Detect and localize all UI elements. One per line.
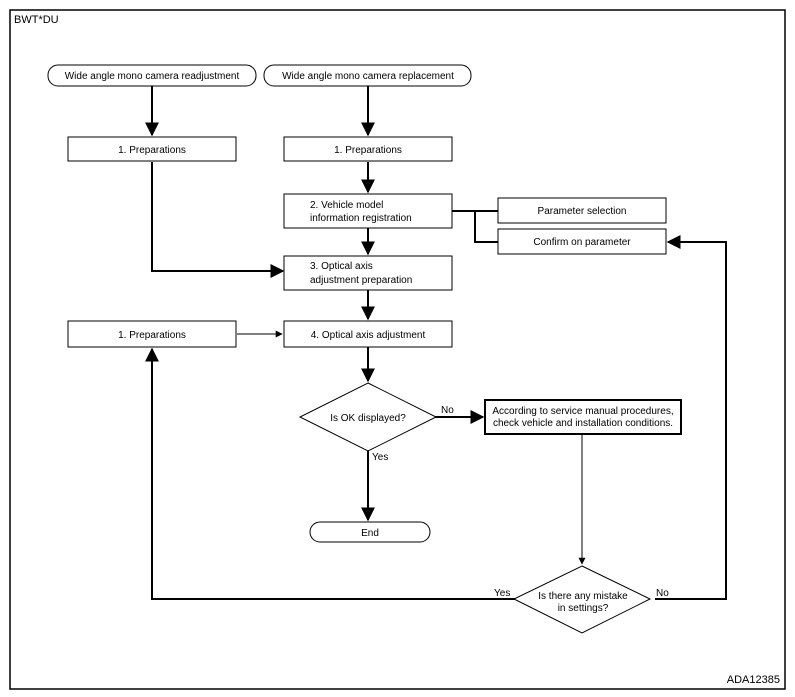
decision-ok-no-label: No [441,405,454,416]
vehicle-model-line-2: information registration [310,213,412,224]
vehicle-model-registration-box [283,193,453,229]
optical-axis-preparation-box [283,255,453,291]
optical-prep-line-2: adjustment preparation [310,275,412,286]
decision-ok-displayed [298,382,438,452]
preparations-right-label: 1. Preparations [334,145,402,156]
decision-mistake-settings [512,565,652,634]
figure-code: ADA12385 [727,674,780,686]
service-manual-box [484,399,682,435]
connectors [145,86,727,600]
decision-mistake-yes-label: Yes [494,588,510,599]
decision-mistake-line-1: Is there any mistake [538,591,628,602]
parameter-selection-label: Parameter selection [538,206,627,217]
confirm-parameter-label: Confirm on parameter [533,237,631,248]
decision-mistake-line-2: in settings? [558,603,609,614]
preparations-left-label: 1. Preparations [118,145,186,156]
vehicle-model-line-1: 2. Vehicle model [310,200,383,211]
decision-mistake-no-label: No [656,588,669,599]
confirm-parameter-box [497,228,667,255]
service-manual-line-1: According to service manual procedures, [492,406,673,417]
optical-axis-adjustment-box [283,320,453,348]
edge-mistake-no-to-confirm [655,235,727,600]
optical-axis-adjustment-label: 4. Optical axis adjustment [311,330,426,341]
diagram-frame [9,9,786,690]
thin-connectors [237,330,586,565]
optical-prep-line-1: 3. Optical axis [310,261,373,272]
preparations-box-left [67,136,237,162]
preparations-box-lower [67,320,237,348]
parameter-selection-box [497,197,667,224]
start-readjustment-pill [47,64,257,87]
edge-mistake-yes-to-prep [145,347,515,600]
edge-prep-left-to-optical-prep [151,162,285,278]
decision-ok-label: Is OK displayed? [330,413,406,424]
service-manual-line-2: check vehicle and installation condition… [493,418,673,429]
end-pill [309,521,431,543]
end-label: End [361,528,379,539]
preparations-box-right [283,136,453,162]
diagram-id-label: BWT*DU [14,14,59,26]
start-replacement-pill [263,64,472,87]
preparations-lower-label: 1. Preparations [118,330,186,341]
start-replacement-label: Wide angle mono camera replacement [282,71,454,82]
decision-ok-yes-label: Yes [372,452,388,463]
start-readjustment-label: Wide angle mono camera readjustment [65,71,240,82]
parameter-bracket [452,210,498,243]
